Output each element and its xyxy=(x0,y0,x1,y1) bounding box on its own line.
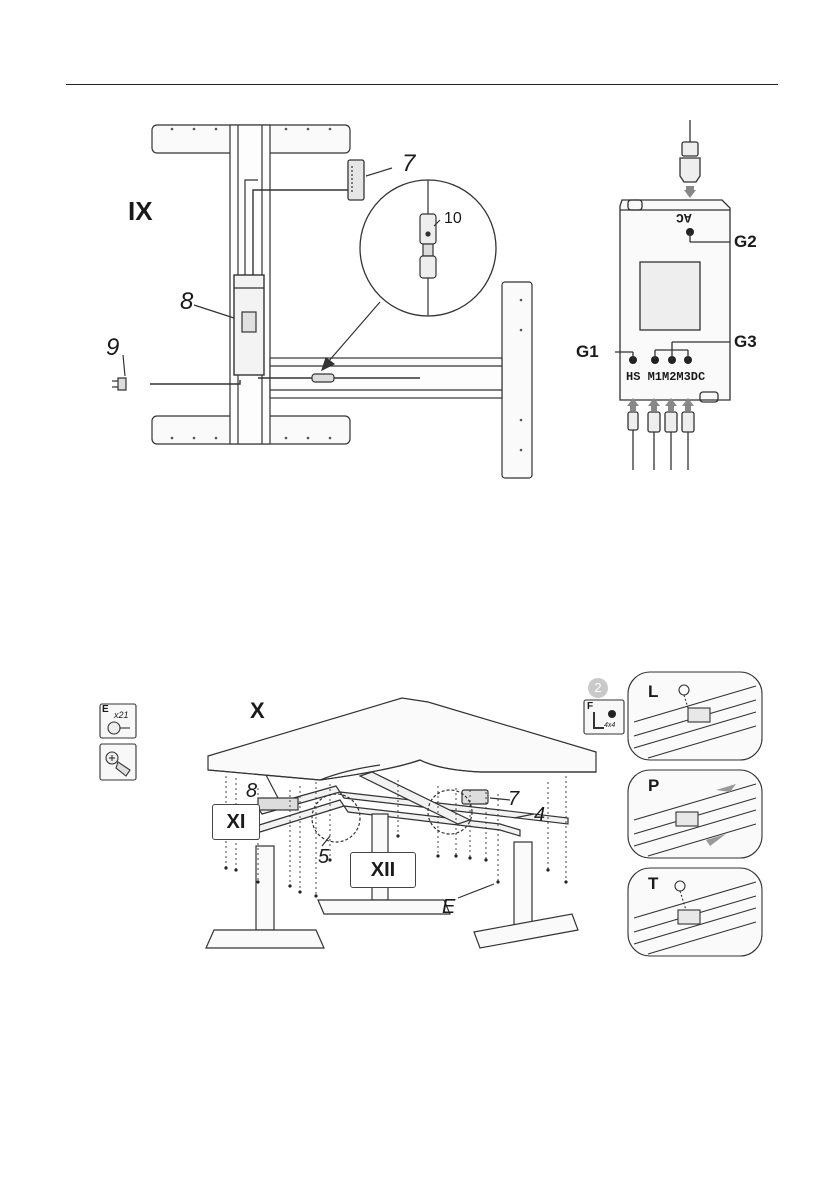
tool-step-number: 2 xyxy=(588,678,608,698)
step-x-title: X xyxy=(250,698,265,724)
part-e-qty: x21 xyxy=(114,710,129,720)
callout-x-4: 4 xyxy=(534,804,545,827)
inset-label-l: L xyxy=(648,682,658,702)
part-e-letter: E xyxy=(102,704,109,715)
inset-label-t: T xyxy=(648,874,658,894)
detail-label-xii: XII xyxy=(350,852,416,888)
part-f-letter: F xyxy=(587,701,593,712)
callout-x-8: 8 xyxy=(246,780,257,803)
inset-label-p: P xyxy=(648,776,659,796)
part-f-size: 4x4 xyxy=(604,722,615,729)
callout-x-7: 7 xyxy=(508,788,519,811)
callout-x-e: E xyxy=(442,896,455,919)
callout-x-5: 5 xyxy=(318,846,329,869)
detail-label-xi: XI xyxy=(212,804,260,840)
